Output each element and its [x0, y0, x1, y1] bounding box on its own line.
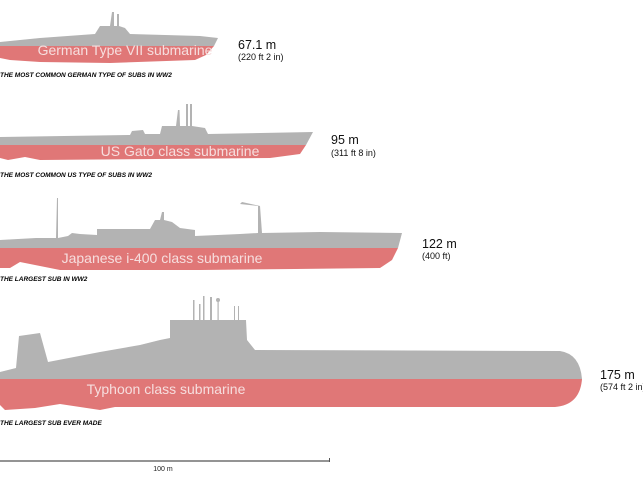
sub-name-i400: Japanese i-400 class submarine — [62, 250, 263, 266]
length-metric-i400: 122 m — [422, 237, 457, 251]
gato-silhouette — [0, 104, 313, 160]
length-imperial-type-vii: (220 ft 2 in) — [238, 52, 284, 62]
length-imperial-gato: (311 ft 8 in) — [331, 148, 376, 158]
caption-type-vii: THE MOST COMMON GERMAN TYPE OF SUBS IN W… — [0, 72, 172, 79]
length-metric-gato: 95 m — [331, 133, 359, 147]
length-imperial-i400: (400 ft) — [422, 251, 451, 261]
sub-name-typhoon: Typhoon class submarine — [87, 381, 246, 397]
length-metric-type-vii: 67.1 m — [238, 38, 276, 52]
caption-typhoon: THE LARGEST SUB EVER MADE — [0, 420, 103, 427]
length-imperial-typhoon: (574 ft 2 in) — [600, 382, 643, 392]
sub-name-gato: US Gato class submarine — [101, 143, 260, 159]
sub-name-type-vii: German Type VII submarine — [38, 42, 213, 58]
i400-silhouette — [0, 198, 402, 270]
caption-i400: THE LARGEST SUB IN WW2 — [0, 276, 88, 283]
typhoon-silhouette — [0, 296, 582, 410]
caption-gato: THE MOST COMMON US TYPE OF SUBS IN WW2 — [0, 172, 152, 179]
scale-bar-label: 100 m — [153, 466, 173, 473]
type-vii-silhouette — [0, 12, 218, 63]
length-metric-typhoon: 175 m — [600, 368, 635, 382]
